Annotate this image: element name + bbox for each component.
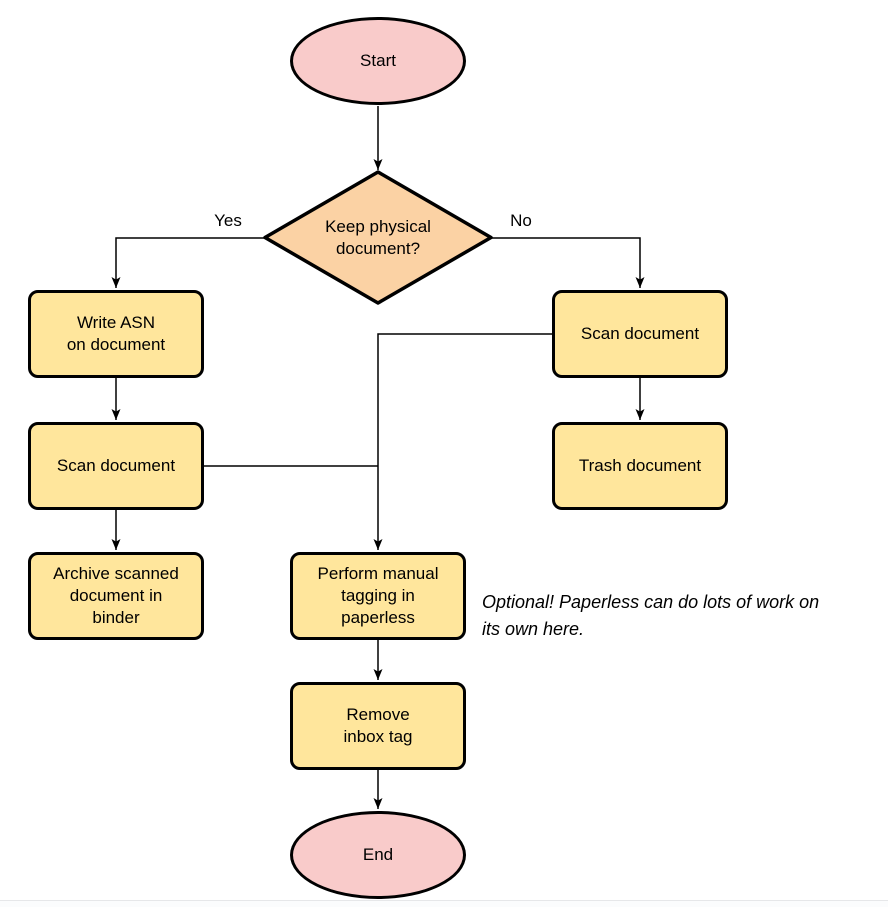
node-scan-document-right: Scan document: [552, 290, 728, 378]
node-write-asn-label: Write ASN on document: [66, 313, 166, 354]
bottom-edge-strip: [0, 900, 888, 907]
node-end-label: End: [362, 845, 394, 864]
node-start-label: Start: [360, 51, 396, 70]
note-optional-paperless: Optional! Paperless can do lots of work …: [482, 592, 820, 639]
decision-diamond-shape: [263, 170, 493, 305]
node-archive-binder: Archive scanned document in binder: [28, 552, 204, 640]
node-scan-document-left: Scan document: [28, 422, 204, 510]
node-perform-tagging: Perform manual tagging in paperless: [290, 552, 466, 640]
node-archive-binder-label: Archive scanned document in binder: [53, 564, 179, 627]
edge-label-yes: Yes: [205, 211, 251, 231]
edge-scan-right-to-tagging: [373, 333, 552, 550]
node-scan-document-right-label: Scan document: [580, 324, 700, 343]
node-end: End: [290, 811, 466, 899]
node-perform-tagging-label: Perform manual tagging in paperless: [317, 564, 439, 627]
node-scan-document-left-label: Scan document: [56, 456, 176, 475]
node-trash-document: Trash document: [552, 422, 728, 510]
node-remove-inbox-tag: Remove inbox tag: [290, 682, 466, 770]
node-remove-inbox-tag-label: Remove inbox tag: [343, 705, 413, 746]
node-write-asn: Write ASN on document: [28, 290, 204, 378]
edge-label-no: No: [498, 211, 544, 231]
node-start: Start: [290, 17, 466, 105]
node-trash-document-label: Trash document: [578, 456, 702, 475]
edge-decision-yes-to-write-asn: [111, 237, 265, 288]
edge-decision-no-to-scan-right: [491, 237, 645, 288]
